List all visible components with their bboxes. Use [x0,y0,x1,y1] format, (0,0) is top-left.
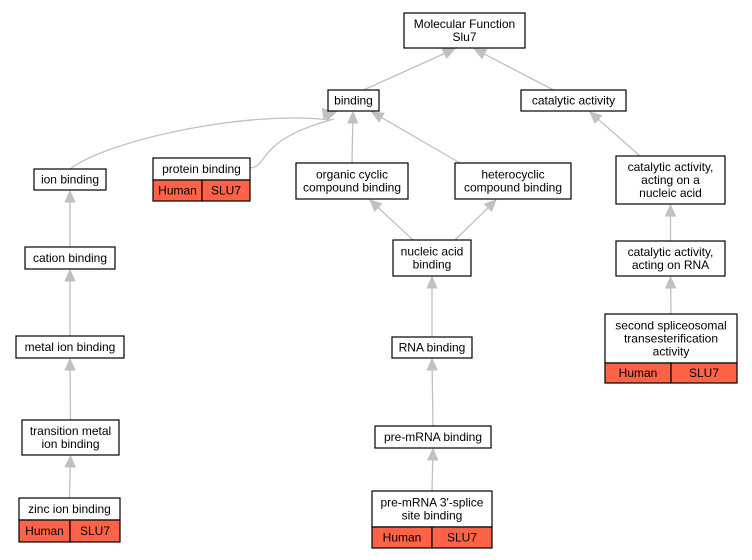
annotation-species: Human [619,366,658,380]
node-label: pre-mRNA binding [384,430,482,444]
node-label: Slu7 [452,30,476,44]
node-second-spliceosomal: second spliceosomaltransesterificationac… [604,313,738,384]
node-label: catalytic activity [532,94,615,108]
edge-cation_binding-to-ion_binding [64,189,76,247]
node-label: catalytic activity, [628,160,714,174]
node-cation-binding: cation binding [24,246,116,270]
annotation-gene-cell [69,519,121,543]
node-label: RNA binding [399,341,466,355]
annotation-gene: SLU7 [689,366,719,380]
node-label: ion binding [41,437,99,451]
edge-metal_ion-to-cation_binding [64,268,76,336]
edge-nucleic_acid-to-organic_cyclic [369,199,414,241]
node-label: catalytic activity, [628,245,714,259]
node-label: metal ion binding [25,340,116,354]
node-catalytic-activity: catalytic activity [520,89,627,112]
annotation-species: Human [25,524,64,538]
edge-catalytic_rna-to-catalytic_nucleic [664,203,677,241]
node-box [615,155,726,205]
node-box [403,12,526,49]
edge-rna_binding-to-nucleic_acid [426,275,438,337]
node-label: protein binding [162,162,241,176]
edges-layer [64,48,677,499]
edge-pre_mrna_3-to-pre_mrna [426,447,439,492]
node-label: second spliceosomal [615,319,726,333]
node-label: ion binding [41,173,99,187]
node-box [21,419,120,456]
node-metal-ion: metal ion binding [15,335,125,359]
node-label: transesterification [624,332,718,346]
node-label: pre-mRNA 3'-splice [381,496,484,510]
node-box [615,240,726,277]
annotation-gene-cell [201,179,251,202]
edge-nucleic_acid-to-heterocyclic [454,199,497,241]
node-label: Molecular Function [414,17,515,31]
node-label: heterocyclic [481,168,544,182]
node-box [454,162,572,200]
node-label: zinc ion binding [28,502,111,516]
node-label: nucleic acid [401,245,464,259]
annotation-gene: SLU7 [447,531,477,545]
node-box [295,162,409,200]
node-label: compound binding [303,181,401,195]
annotation-species: Human [158,184,197,198]
node-box [33,168,107,191]
node-box [371,490,493,528]
node-catalytic-rna: catalytic activity,acting on RNA [615,240,726,277]
node-label: binding [334,94,373,108]
edge-second_spliceosomal-to-catalytic_rna [664,275,677,315]
node-box [15,335,125,359]
edge-zinc_ion-to-transition_metal [64,454,77,499]
node-ion-binding: ion binding [33,168,107,191]
edge-catalytic_activity-to-root [473,48,554,91]
node-rna-binding: RNA binding [391,336,473,359]
edge-pre_mrna-to-rna_binding [426,357,438,427]
node-label: transition metal [30,424,111,438]
node-label: activity [653,345,690,359]
node-box [327,89,380,112]
node-box [374,425,492,449]
node-label: cation binding [33,251,107,265]
edge-catalytic_nucleic-to-catalytic_activity [589,111,641,157]
node-box [391,336,473,359]
node-label: site binding [402,509,463,523]
node-label: binding [413,258,452,272]
edge-binding-to-root [363,48,456,91]
node-box [392,239,472,277]
annotation-gene: SLU7 [80,524,110,538]
edge-transition_metal-to-metal_ion [64,357,76,421]
annotation-gene-cell [670,362,738,384]
annotation-species: Human [383,531,422,545]
annotation-gene: SLU7 [211,184,241,198]
node-box [520,89,627,112]
node-binding: binding [327,89,380,112]
annotation-gene-cell [431,526,493,549]
node-label: acting on RNA [632,258,709,272]
node-pre-mrna: pre-mRNA binding [374,425,492,449]
node-box [604,313,738,364]
node-label: compound binding [464,181,562,195]
edge-organic_cyclic-to-binding [346,110,359,164]
node-box [24,246,116,270]
node-label: acting on a [641,173,700,187]
node-label: organic cyclic [316,168,388,182]
edge-heterocyclic-to-binding [370,111,461,164]
node-label: nucleic acid [639,186,702,200]
